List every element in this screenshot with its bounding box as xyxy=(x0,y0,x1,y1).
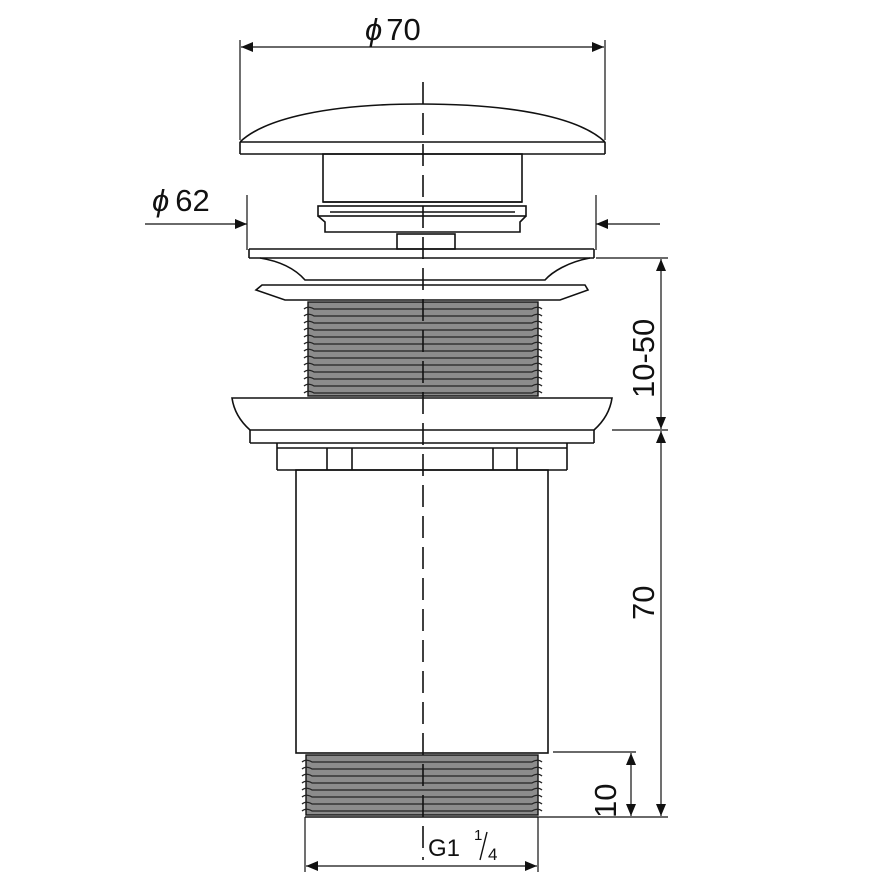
label-thread-size: G1 1 4 xyxy=(428,827,497,864)
lower-thread xyxy=(301,754,543,816)
top-flange xyxy=(248,248,595,281)
thread-size-numerator: 1 xyxy=(474,827,482,844)
thread-size-denominator: 4 xyxy=(488,845,497,864)
dim-cap-diameter xyxy=(239,40,606,140)
label-clamping-range: 10-50 xyxy=(626,319,661,398)
dim-clamping-range xyxy=(596,257,668,431)
dim-thread-size xyxy=(304,817,539,872)
label-thread-length: 10 xyxy=(588,784,623,818)
thread-size-main: G1 xyxy=(428,835,460,862)
washer-plate xyxy=(254,284,590,301)
body-tube xyxy=(295,469,549,754)
label-body-length: 70 xyxy=(626,586,661,620)
dim-thread-length xyxy=(553,751,636,816)
cap-stem xyxy=(317,153,527,250)
lower-flange xyxy=(231,397,613,471)
dim-body-length xyxy=(538,431,668,818)
dim-flange-diameter xyxy=(145,195,660,250)
